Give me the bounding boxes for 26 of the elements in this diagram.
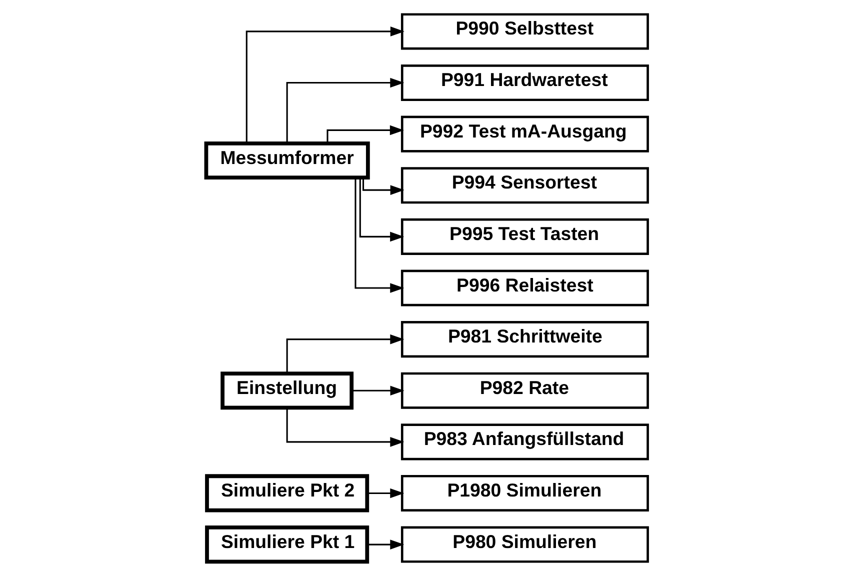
arrow (286, 78, 404, 144)
arrow (359, 178, 404, 242)
arrow (352, 386, 404, 396)
node-box: P994 Sensortest (400, 167, 649, 204)
arrow (246, 26, 404, 144)
arrow (368, 488, 404, 498)
arrow (286, 334, 404, 374)
node-box: Simuliere Pkt 2 (205, 474, 370, 512)
arrow (286, 408, 404, 447)
arrow (354, 178, 404, 293)
node-box: P991 Hardwaretest (400, 64, 649, 102)
node-box: P1980 Simulieren (400, 474, 649, 512)
node-box: P996 Relaistest (400, 270, 649, 306)
node-box: Messumformer (204, 141, 370, 180)
arrow (362, 178, 404, 195)
node-box: P981 Schrittweite (400, 321, 649, 358)
node-box: P995 Test Tasten (400, 218, 649, 255)
node-box: P992 Test mA-Ausgang (400, 116, 649, 152)
node-box: Einstellung (220, 372, 354, 410)
node-box: P980 Simulieren (400, 526, 649, 563)
node-box: P982 Rate (400, 372, 649, 409)
node-box: P990 Selbsttest (400, 13, 649, 50)
node-box: Simuliere Pkt 1 (205, 526, 370, 564)
node-box: P983 Anfangsfüllstand (400, 424, 649, 460)
arrow (368, 540, 404, 550)
arrow (326, 125, 404, 144)
